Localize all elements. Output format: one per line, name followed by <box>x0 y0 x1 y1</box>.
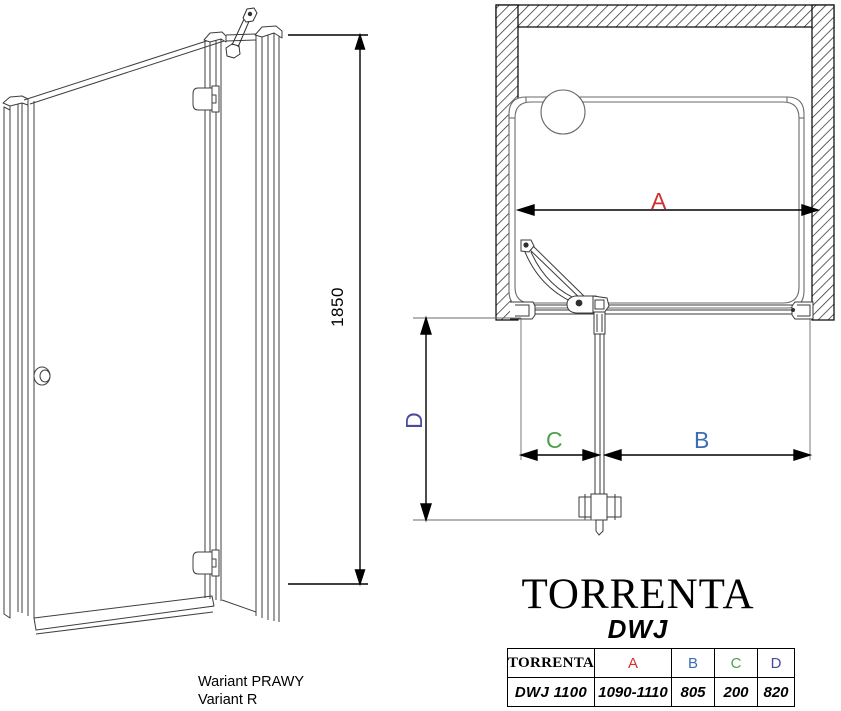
variant-caption-en: Variant R <box>198 692 258 708</box>
spec-cell-d: 820 <box>757 677 795 707</box>
spec-header-name: TORRENTA <box>507 648 595 678</box>
spec-cell-c: 200 <box>714 677 758 707</box>
dimension-A <box>515 204 821 216</box>
dimension-label-a: A <box>651 188 667 214</box>
spec-cell-b: 805 <box>671 677 715 707</box>
variant-caption: Wariant PRAWY Variant R <box>198 673 378 709</box>
spec-table-row: DWJ 1100 1090-1110 805 200 820 <box>507 677 795 707</box>
brand-title: TORRENTA <box>521 571 755 618</box>
spec-cell-model: DWJ 1100 <box>507 677 595 707</box>
dimension-label-c: C <box>546 427 563 453</box>
spec-header-a: A <box>594 648 672 678</box>
spec-header-b: B <box>671 648 715 678</box>
plan-view <box>413 4 835 536</box>
dimension-label-d: D <box>400 412 427 429</box>
spec-table-header-row: TORRENTA A B C D <box>507 648 795 678</box>
dimension-B <box>602 449 813 461</box>
height-dimension-1850 <box>288 32 368 587</box>
elevation-view <box>2 7 283 635</box>
dimension-label-b: B <box>694 427 710 453</box>
height-dimension-label: 1850 <box>327 287 347 327</box>
variant-caption-pl: Wariant PRAWY <box>198 674 305 690</box>
spec-header-c: C <box>714 648 758 678</box>
wall-hatching <box>495 4 835 321</box>
dimension-C <box>518 449 602 461</box>
brand-model-code: DWJ <box>607 614 669 644</box>
dimension-D <box>420 315 432 523</box>
spec-table: TORRENTA A B C D DWJ 1100 1090-1110 805 … <box>507 648 795 707</box>
spec-cell-a: 1090-1110 <box>594 677 672 707</box>
spec-header-d: D <box>757 648 795 678</box>
